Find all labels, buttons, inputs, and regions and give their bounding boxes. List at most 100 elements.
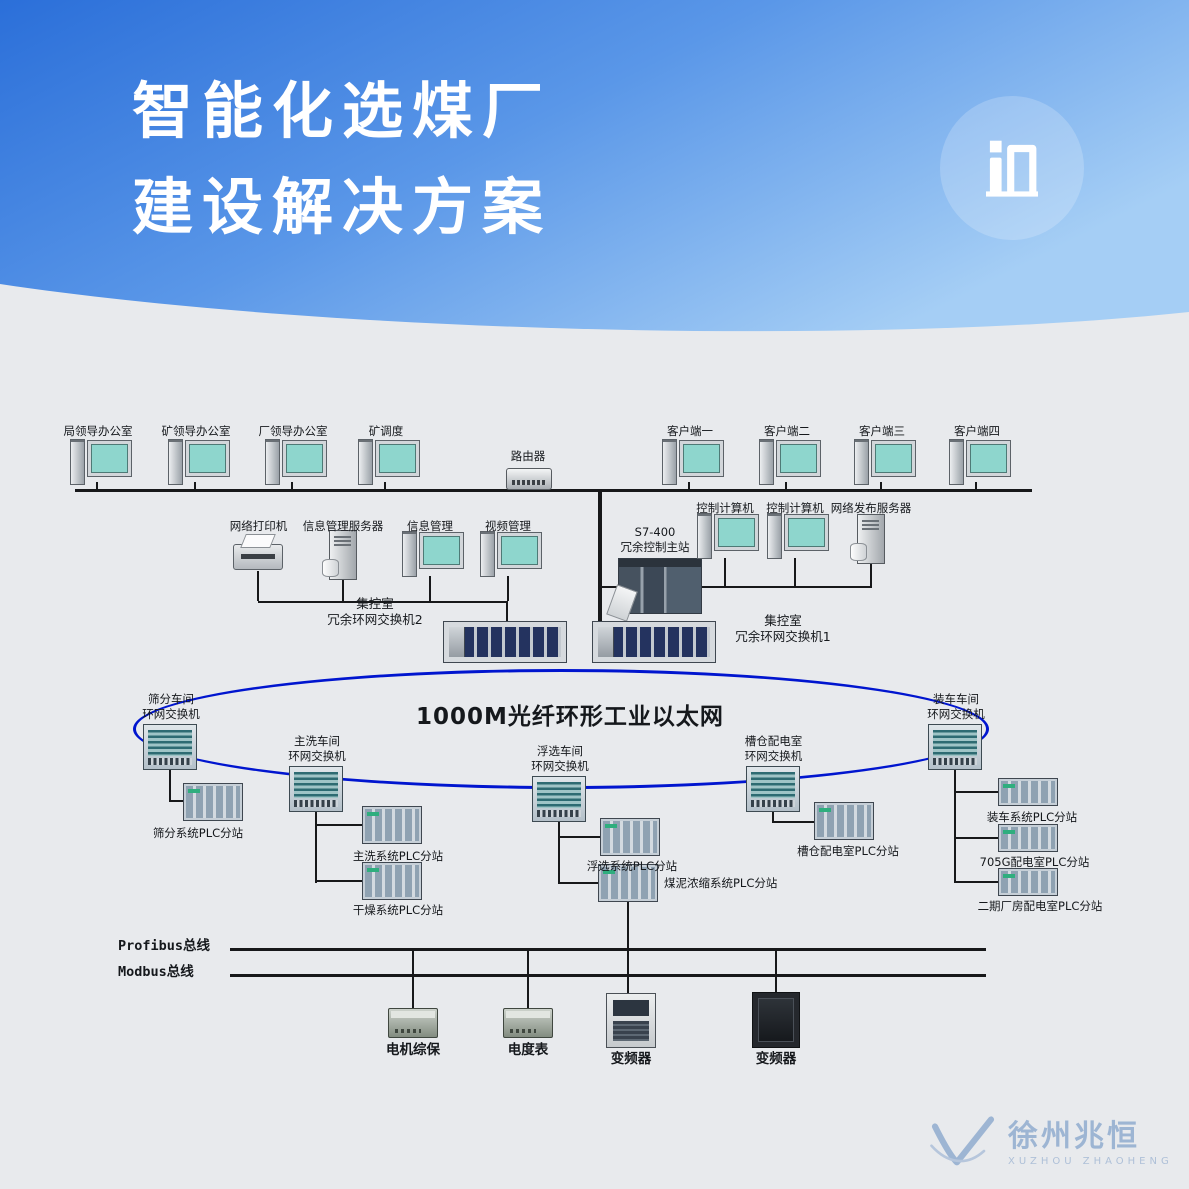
computer — [767, 512, 829, 559]
switch1-label: 集控室 冗余环网交换机1 — [718, 613, 848, 646]
plc-rack — [362, 862, 422, 900]
office-pc-label: 局领导办公室 — [63, 424, 133, 438]
plc-label: 二期厂房配电室PLC分站 — [977, 899, 1103, 913]
vfd-cabinet — [606, 993, 656, 1048]
ring-switch-shaifen — [143, 724, 197, 770]
line — [558, 836, 600, 838]
router-label: 路由器 — [510, 449, 546, 463]
line — [169, 800, 183, 802]
line — [772, 821, 814, 823]
ring-switch-caocang — [746, 766, 800, 812]
computer — [854, 438, 916, 485]
plc-label: 槽仓配电室PLC分站 — [797, 844, 899, 858]
computer — [265, 438, 327, 485]
label-line: 槽仓配电室 — [744, 734, 803, 748]
logo-name-en: XUZHOU ZHAOHENG — [1008, 1156, 1173, 1168]
line — [775, 948, 777, 993]
line — [794, 558, 796, 586]
line-ctrl-bus — [600, 586, 872, 588]
field-device-label: 电机综保 — [386, 1042, 440, 1058]
router-device — [506, 468, 552, 490]
s7-label-line1: S7-400 — [634, 525, 676, 539]
line — [558, 822, 560, 884]
ring-switch-label: 装车车间 环网交换机 — [916, 692, 996, 722]
line — [870, 564, 872, 586]
line-modbus — [230, 974, 986, 977]
line — [954, 837, 998, 839]
vfd-cabinet-dark — [752, 992, 800, 1048]
logo-name-cn: 徐州兆恒 — [1008, 1118, 1140, 1154]
ring-switch-label: 浮选车间 环网交换机 — [520, 744, 600, 774]
line — [429, 576, 431, 601]
label-line: 环网交换机 — [744, 748, 803, 763]
computer — [662, 438, 724, 485]
line — [315, 880, 362, 882]
field-device-label: 变频器 — [610, 1051, 652, 1067]
computer — [168, 438, 230, 485]
line — [315, 824, 362, 826]
plc-rack — [814, 802, 874, 840]
plc-label: 705G配电室PLC分站 — [979, 855, 1090, 869]
plc-label: 装车系统PLC分站 — [986, 810, 1078, 824]
line-main-drop — [598, 490, 602, 622]
ctrl-pc-label: 控制计算机 — [696, 501, 754, 515]
label-line: 主洗车间 — [294, 734, 340, 748]
computer — [949, 438, 1011, 485]
line-profibus — [230, 948, 986, 951]
ring-switch-zhuxi — [289, 766, 343, 812]
page-title: 智能化选煤厂 建设解决方案 — [132, 64, 552, 257]
line — [975, 482, 977, 490]
office-pc-label: 矿领导办公室 — [161, 424, 231, 438]
field-device-label: 变频器 — [755, 1051, 797, 1067]
field-device-label: 电度表 — [507, 1042, 549, 1058]
printer-label: 网络打印机 — [229, 519, 288, 533]
label-line: 环网交换机 — [531, 758, 589, 773]
ring-switch-zhuangche — [928, 724, 982, 770]
network-printer — [233, 544, 283, 570]
building-badge — [940, 96, 1084, 240]
header-banner — [0, 0, 1189, 332]
info-pc-label: 信息管理 — [407, 519, 453, 533]
line — [724, 558, 726, 586]
plc-label: 主洗系统PLC分站 — [352, 849, 444, 863]
plc-label: 干燥系统PLC分站 — [352, 903, 444, 917]
line — [627, 902, 629, 994]
computer — [480, 530, 542, 577]
line — [257, 571, 259, 601]
switch2-label-line1: 集控室 — [356, 596, 394, 611]
client-pc-label: 客户端三 — [859, 424, 905, 438]
s7-400-master-station — [618, 558, 702, 614]
line — [954, 881, 998, 883]
line — [507, 576, 509, 601]
logo-text: 徐州兆恒 XUZHOU ZHAOHENG — [1008, 1118, 1173, 1168]
computer — [402, 530, 464, 577]
page-title-line2: 建设解决方案 — [132, 172, 553, 244]
logo-swoosh-icon — [930, 1115, 995, 1165]
line-top-bus — [75, 489, 1032, 492]
label-line: 筛分车间 — [148, 692, 194, 706]
plc-rack — [998, 824, 1058, 852]
ctrl-pc-label: 控制计算机 — [766, 501, 824, 515]
line-mgmt-bus — [258, 601, 508, 603]
profibus-label: Profibus总线 — [118, 938, 211, 954]
video-pc-label: 视频管理 — [485, 519, 531, 533]
line — [527, 948, 529, 1008]
line — [194, 482, 196, 490]
line — [688, 482, 690, 490]
client-pc-label: 客户端二 — [764, 424, 810, 438]
plc-rack — [362, 806, 422, 844]
client-pc-label: 客户端四 — [954, 424, 1000, 438]
motor-protector — [388, 1008, 438, 1038]
label-line: 环网交换机 — [927, 706, 985, 721]
computer — [759, 438, 821, 485]
client-pc-label: 客户端一 — [667, 424, 713, 438]
plc-label: 煤泥浓缩系统PLC分站 — [664, 876, 778, 890]
switch2-label: 集控室 冗余环网交换机2 — [310, 596, 440, 629]
info-server — [322, 530, 357, 580]
line — [506, 601, 508, 621]
line — [880, 482, 882, 490]
plc-rack — [598, 864, 658, 902]
plc-rack — [183, 783, 243, 821]
s7-label: S7-400 冗余控制主站 — [600, 525, 710, 555]
